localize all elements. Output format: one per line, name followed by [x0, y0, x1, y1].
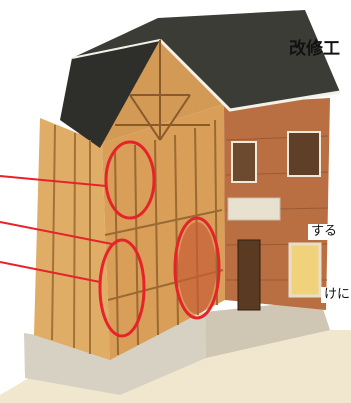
wall-studs [104, 119, 224, 356]
upper-window-left [231, 141, 257, 183]
lower-window [288, 242, 322, 298]
left-wall-frame [34, 118, 110, 360]
gable-framing [115, 40, 210, 141]
highlight-circles [98, 140, 221, 338]
roof [72, 10, 340, 110]
balcony [227, 197, 281, 221]
callout-label-1: する [308, 224, 341, 240]
callout-label-2: けに [321, 287, 351, 303]
callout-leader-lines [0, 175, 113, 283]
upper-window-right [287, 131, 321, 177]
gable [102, 40, 224, 143]
front-door [237, 239, 261, 311]
title-text-fragment: 改修工 [289, 39, 340, 59]
